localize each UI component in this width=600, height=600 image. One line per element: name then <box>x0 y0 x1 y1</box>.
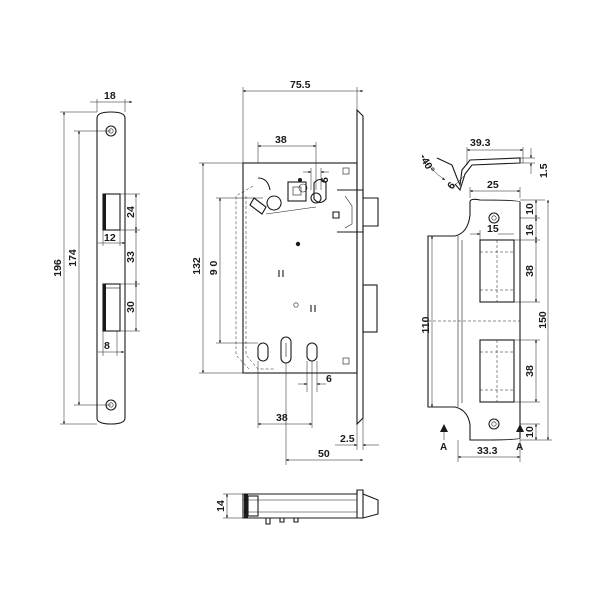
section-marker-right: A <box>516 442 523 453</box>
strike-bottom-screw-hole <box>488 418 500 430</box>
dim-backset: 50 <box>318 448 330 460</box>
dim-plate-width: 25 <box>487 179 499 191</box>
dim-hub-size: 6 <box>319 177 331 183</box>
dim-latch-to-bolt: 33 <box>125 251 137 263</box>
side-view-outline <box>242 489 379 519</box>
dim-top-margin: 10 <box>524 203 536 215</box>
key-slot-right <box>306 342 318 362</box>
faceplate-view: 18 196 174 24 12 33 30 8 <box>52 90 140 425</box>
lock-faceplate-edge <box>356 108 364 426</box>
dim-bolt-width: 8 <box>104 340 110 352</box>
dim-spindle-to-key: 9 0 <box>208 261 220 276</box>
dim-section-width: 33.3 <box>477 445 498 457</box>
latch-bolt <box>337 189 379 233</box>
dim-hole-spacing: 174 <box>67 249 79 267</box>
dim-upper-pocket-height: 38 <box>524 265 536 277</box>
dim-bend-length: 39.3 <box>470 137 491 149</box>
key-slot-left <box>257 342 269 362</box>
dim-lower-pocket-height: 38 <box>524 365 536 377</box>
dim-body-depth: 75.5 <box>290 79 311 91</box>
dim-bottom-margin: 10 <box>524 426 536 438</box>
dim-faceplate-thickness: 2.5 <box>340 433 355 445</box>
dim-pocket-span: 110 <box>420 316 432 333</box>
dead-bolt <box>362 284 378 333</box>
lock-body-view: 75.5 38 6 132 9 0 6 38 <box>191 79 379 465</box>
side-view: 14 <box>215 489 379 525</box>
strike-plate-view: 39.3 40° 6 1.5 25 <box>418 137 552 462</box>
dim-plate-thickness: 1.5 <box>538 163 550 178</box>
dim-pocket-offset: 16 <box>524 224 536 236</box>
strike-top-screw-hole <box>488 212 500 224</box>
section-marker-left: A <box>440 442 447 453</box>
lock-case <box>242 162 358 374</box>
dim-key-offset: 38 <box>276 412 288 424</box>
dim-bolt-height: 30 <box>125 301 137 313</box>
dim-faceplate-length: 196 <box>52 259 64 277</box>
faceplate-outline <box>96 111 126 425</box>
dim-hub-offset: 38 <box>275 134 287 146</box>
dim-bend-angle: 40° <box>418 156 436 176</box>
dim-faceplate-width: 18 <box>104 90 116 102</box>
dim-latch-height: 24 <box>125 206 137 218</box>
strike-bend-profile <box>436 157 521 192</box>
dim-body-height: 132 <box>191 257 203 275</box>
dim-pocket-inset: 15 <box>487 223 499 235</box>
strike-plate-outline <box>427 198 521 441</box>
dim-side-thickness: 14 <box>215 500 227 512</box>
spindle-hub <box>287 181 307 202</box>
dim-latch-width: 12 <box>104 232 116 244</box>
dim-keyhole-width: 6 <box>326 373 332 385</box>
dim-plate-height: 150 <box>537 311 549 329</box>
